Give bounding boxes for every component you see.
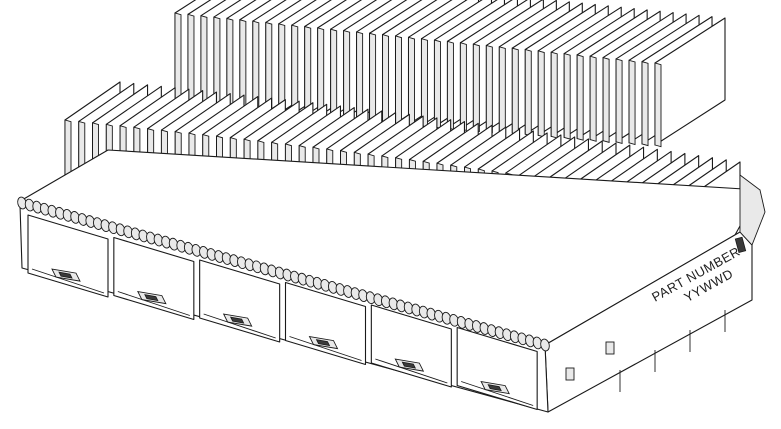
heatsink-fin-edge <box>550 51 558 139</box>
heatsink-fin-edge <box>395 35 402 126</box>
heatsink-fin-edge <box>654 62 662 148</box>
heatsink-fin-edge <box>330 28 338 121</box>
port-openings <box>27 214 538 411</box>
side-latch-window <box>734 236 747 254</box>
heatsink-fin-edge <box>589 55 597 142</box>
port-floor-line <box>31 268 105 294</box>
heatsink-fin-edge <box>576 54 584 141</box>
port-floor-line <box>461 381 534 406</box>
heatsink-fin-edge <box>615 58 623 145</box>
port-opening <box>113 236 195 321</box>
port-opening <box>456 326 538 411</box>
heatsink-fin-edge <box>356 31 364 123</box>
heatsink-fin-edge <box>628 59 636 146</box>
heatsink-fin-edge <box>174 12 182 108</box>
heatsink-fin-edge <box>537 50 545 138</box>
heatsink-fin-edge <box>485 44 493 134</box>
heatsink-fin-edge <box>421 38 428 128</box>
port-latch-hole <box>315 339 331 347</box>
spring-finger <box>540 338 550 352</box>
heatsink-fin-edge <box>408 36 415 127</box>
heatsink-fin-edge <box>446 40 454 130</box>
heatsink-fin-edge <box>369 32 377 124</box>
port-latch-hole <box>144 294 159 302</box>
port-floor-line <box>375 358 448 384</box>
heatsink-fin-edge <box>459 42 467 132</box>
port-opening <box>27 214 109 298</box>
heatsink-fin-edge <box>511 47 519 136</box>
port-latch-hole <box>401 361 417 369</box>
side-tab <box>605 341 615 355</box>
heatsink-fin-edge <box>304 25 312 119</box>
cage-end-plate <box>739 174 766 246</box>
heatsink-fin-edge <box>434 39 441 129</box>
heatsink-fin-edge <box>524 48 532 137</box>
heatsink-fin-edge <box>317 27 325 120</box>
side-tab <box>565 367 575 381</box>
emi-spring-fingers <box>17 196 550 352</box>
heatsink-fin-edge <box>563 52 571 140</box>
heatsink-fin-edge <box>343 29 351 122</box>
port-opening <box>284 281 367 366</box>
port-opening <box>199 259 281 343</box>
heatsink-fins-back-row <box>174 0 726 148</box>
heatsink-fin-edge <box>602 57 610 143</box>
port-floor-line <box>289 336 362 361</box>
port-latch-hole <box>229 316 245 324</box>
heatsink-fin-edge <box>382 34 390 125</box>
heatsink-fin-edge <box>641 61 649 147</box>
port-latch-hole <box>487 384 502 392</box>
port-latch-hole <box>58 271 73 279</box>
port-opening <box>370 304 452 388</box>
port-floor-line <box>203 313 276 339</box>
port-floor-line <box>117 291 190 316</box>
heatsink-fin-edge <box>472 43 480 133</box>
heatsink-fin-edge <box>498 46 506 135</box>
